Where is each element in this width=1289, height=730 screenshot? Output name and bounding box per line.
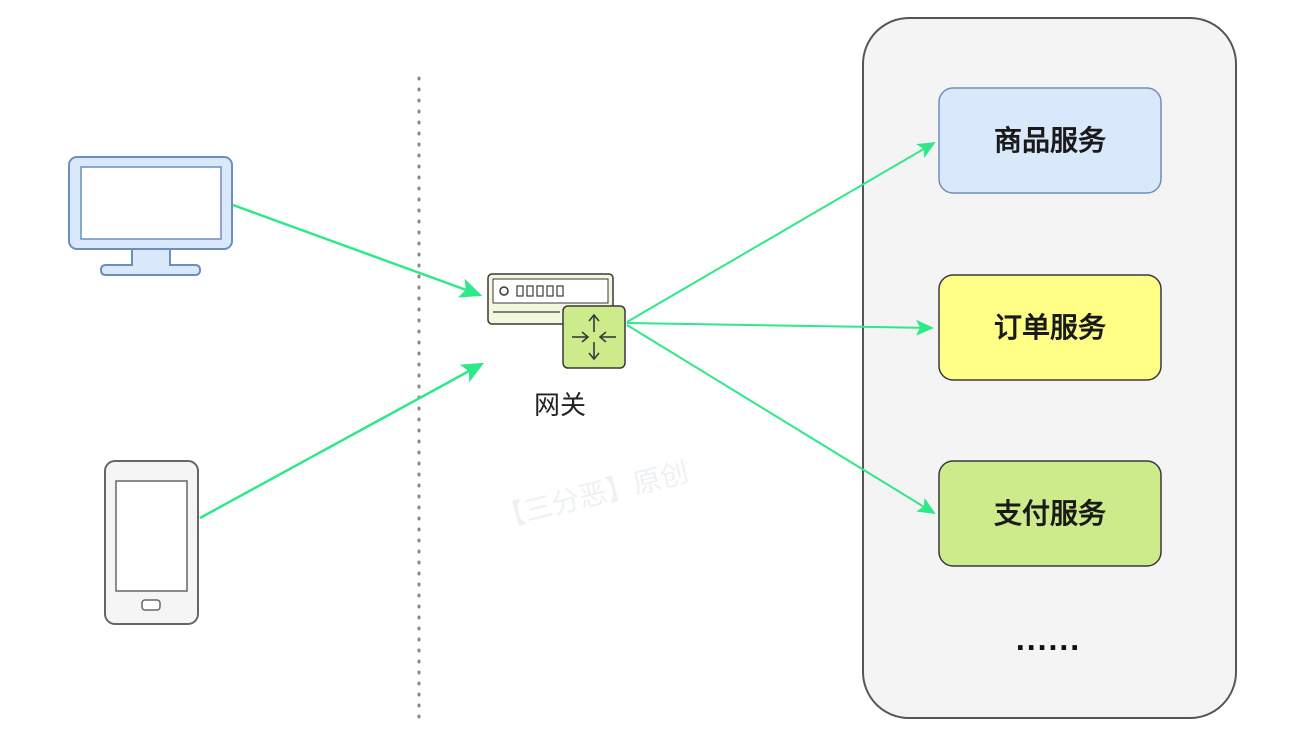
service-label-order: 订单服务 (994, 311, 1106, 344)
more-services-ellipsis: ...... (1015, 627, 1080, 657)
router-gateway-icon[interactable] (487, 273, 626, 369)
mobile-to-gateway-arrow (199, 362, 485, 520)
desktop-monitor-icon[interactable] (68, 156, 233, 276)
desktop-to-gateway-arrow (232, 203, 483, 298)
service-box-product[interactable]: 商品服务 (938, 87, 1162, 194)
mobile-phone-icon[interactable] (104, 460, 199, 625)
gateway-to-order-service-arrow (626, 319, 934, 336)
client-to-gateway-arrows (199, 203, 485, 520)
gateway-to-service-arrows (626, 141, 936, 515)
gateway-to-payment-service-arrow (626, 324, 936, 515)
service-label-payment: 支付服务 (994, 497, 1106, 530)
watermark-text: 【三分恶】原创 (494, 455, 692, 534)
gateway-label: 网关 (534, 391, 586, 421)
service-label-product: 商品服务 (994, 124, 1106, 157)
gateway-to-product-service-arrow (626, 141, 936, 323)
service-box-order[interactable]: 订单服务 (938, 274, 1162, 381)
service-box-payment[interactable]: 支付服务 (938, 460, 1162, 567)
